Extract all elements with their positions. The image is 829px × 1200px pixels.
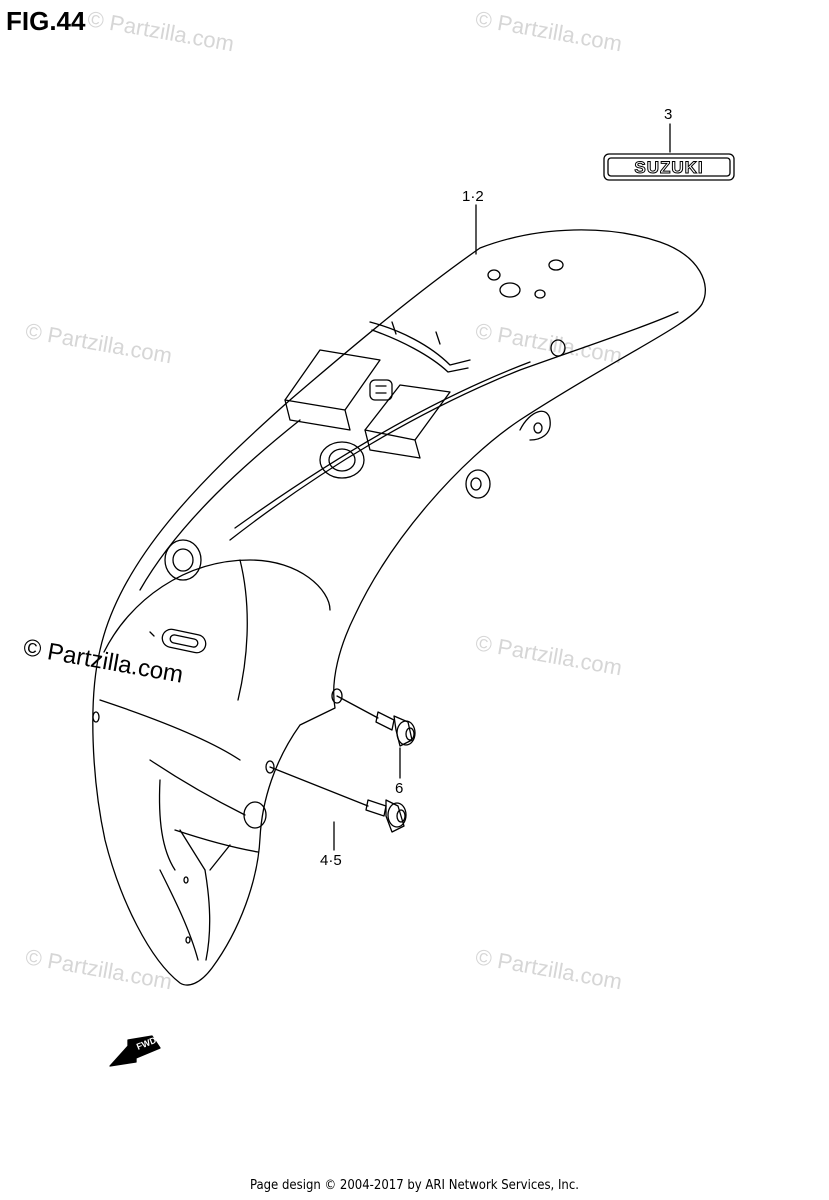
figure-title: FIG.44 xyxy=(6,6,86,36)
bolt-upper xyxy=(336,695,416,747)
callout-fender: 1·2 xyxy=(462,188,484,205)
fwd-arrow-icon xyxy=(109,1035,161,1067)
rear-fender xyxy=(92,229,706,986)
callout-bolt-upper: 6 xyxy=(395,780,404,797)
suzuki-emblem xyxy=(603,153,735,181)
footer-copyright: Page design © 2004-2017 by ARI Network S… xyxy=(250,1178,579,1193)
callout-emblem: 3 xyxy=(664,106,673,123)
bolt-lower xyxy=(269,766,407,833)
suzuki-emblem-text: SUZUKI xyxy=(634,158,703,177)
callout-bolt-lower: 4·5 xyxy=(320,852,342,869)
